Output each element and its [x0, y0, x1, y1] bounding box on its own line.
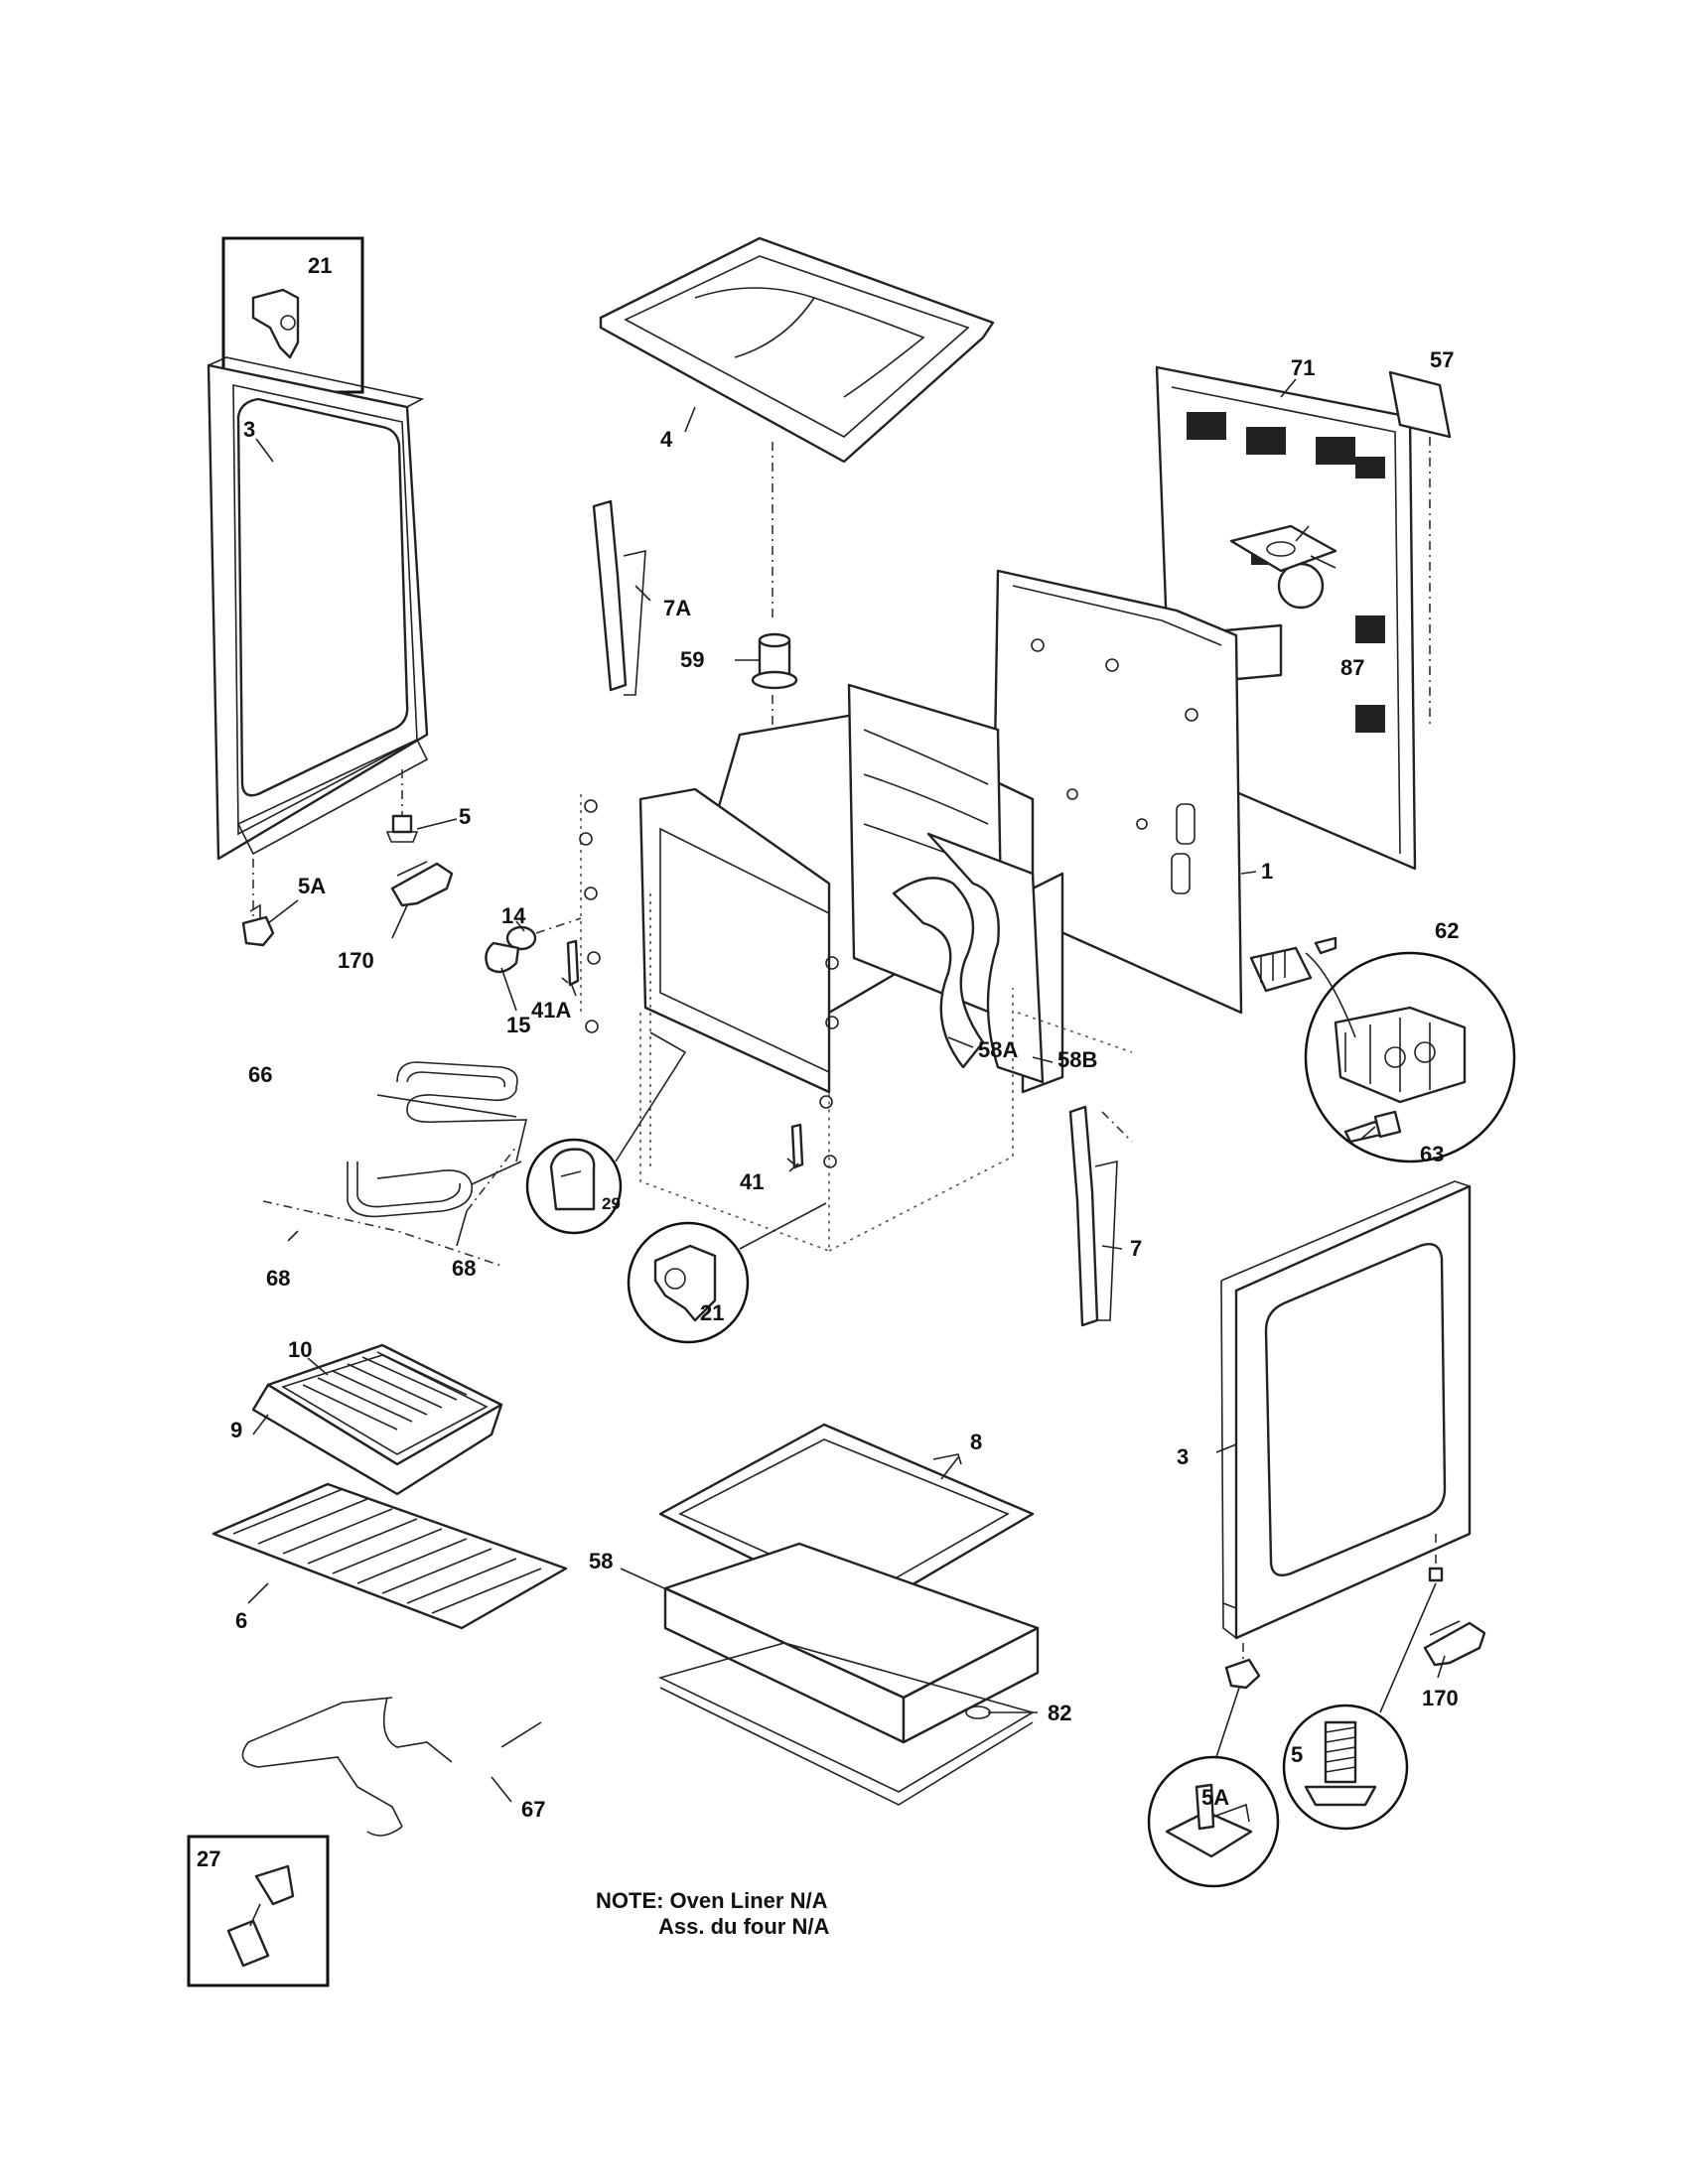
callout-82: 82: [1048, 1701, 1071, 1725]
bracket-170-left: [390, 861, 454, 907]
leveler-screw-right: [1428, 1534, 1444, 1582]
callout-8: 8: [970, 1430, 982, 1454]
bracket-41a: [561, 939, 580, 987]
leveler-screw-left: [385, 769, 419, 843]
element-68-lines: [262, 1146, 517, 1267]
callout-6: 6: [235, 1608, 247, 1633]
callout-58b: 58B: [1057, 1047, 1097, 1072]
storage-box-58: [663, 1542, 1040, 1744]
grommet-plate-87: [1229, 524, 1337, 573]
callout-21-box: 21: [308, 253, 332, 278]
callout-66: 66: [248, 1062, 272, 1087]
note-line-1: NOTE: Oven Liner N/A: [596, 1888, 828, 1913]
bracket-170-right: [1423, 1620, 1486, 1667]
callout-5a-circle: 5A: [1201, 1785, 1229, 1810]
callout-14: 14: [501, 903, 526, 928]
callout-41a: 41A: [531, 998, 571, 1023]
inset-circle-29: [525, 1031, 687, 1235]
callout-29: 29: [602, 1194, 621, 1213]
callout-57: 57: [1430, 347, 1454, 372]
callout-3-right: 3: [1177, 1444, 1189, 1469]
callout-21-circle: 21: [700, 1300, 724, 1325]
callout-58a: 58A: [978, 1037, 1018, 1062]
callout-71: 71: [1291, 355, 1315, 380]
callout-10: 10: [288, 1337, 312, 1362]
callout-41: 41: [740, 1169, 764, 1194]
inset-circle-21: [627, 1202, 827, 1344]
callout-3-left: 3: [243, 417, 255, 442]
callout-labels: 21 3 4 57 71 7A 59 87 5 5A 1 170 14 15 6…: [197, 253, 1459, 1871]
callout-15: 15: [506, 1013, 530, 1037]
callout-5-left: 5: [459, 804, 471, 829]
side-panel-right: [1220, 1180, 1472, 1640]
callout-5-circle: 5: [1291, 1742, 1303, 1767]
oven-rack: [211, 1482, 568, 1630]
callout-59: 59: [680, 647, 704, 672]
lower-cavity-dotted: [580, 794, 1133, 1253]
plate-57: [1388, 370, 1452, 725]
leader-lines: [247, 378, 1446, 1803]
broil-element-66: [347, 1061, 528, 1218]
callout-63: 63: [1420, 1142, 1444, 1166]
callout-68-a: 68: [266, 1266, 290, 1291]
front-screws: [579, 799, 839, 1168]
callout-7a: 7A: [663, 596, 691, 620]
callout-170-left: 170: [338, 948, 374, 973]
note: NOTE: Oven Liner N/A Ass. du four N/A: [596, 1888, 829, 1939]
callout-87: 87: [1340, 655, 1364, 680]
bake-element-67: [241, 1697, 542, 1837]
broiler-pan: [251, 1343, 503, 1496]
leveler-leg-left: [241, 859, 275, 947]
hinge-7: [1068, 1105, 1133, 1327]
callout-5a-left: 5A: [298, 874, 326, 898]
oven-cavity: [638, 683, 1064, 1094]
oven-lamp: [485, 917, 582, 974]
bracket-41: [786, 1123, 804, 1169]
inset-circle-62: [1304, 936, 1516, 1163]
callout-1: 1: [1261, 859, 1273, 884]
hinge-7a: [592, 499, 646, 696]
callout-7: 7: [1130, 1236, 1142, 1261]
callout-67: 67: [521, 1797, 545, 1822]
callout-62: 62: [1435, 918, 1459, 943]
top-panel: [599, 236, 995, 620]
side-panel-left: [207, 356, 429, 861]
callout-170-right: 170: [1422, 1686, 1459, 1710]
callout-9: 9: [230, 1418, 242, 1442]
callout-4: 4: [660, 427, 673, 452]
inset-box-27: [187, 1835, 330, 1987]
inset-circle-5a: [1147, 1687, 1280, 1888]
callout-27: 27: [197, 1846, 220, 1871]
inset-box-21: [221, 236, 364, 394]
leveler-leg-right: [1224, 1643, 1261, 1690]
plug-59: [751, 632, 798, 740]
note-line-2: Ass. du four N/A: [658, 1914, 829, 1939]
inset-circle-5: [1282, 1582, 1437, 1831]
callout-58: 58: [589, 1549, 613, 1573]
callout-68-b: 68: [452, 1256, 476, 1281]
